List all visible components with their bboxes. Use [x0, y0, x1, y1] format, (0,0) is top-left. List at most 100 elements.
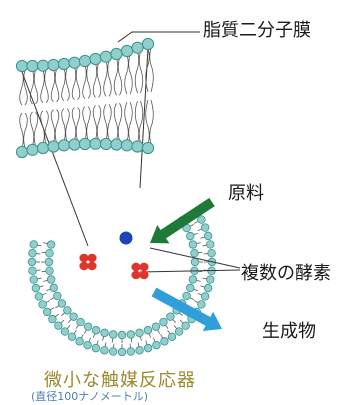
product-label: 生成物: [262, 317, 316, 343]
vesicle-outer-lipid-head: [43, 308, 51, 316]
lipid-bilayer-leader: [118, 32, 200, 42]
vesicle-inner-lipid-head: [70, 313, 78, 321]
vesicle-outer-lipid-head: [204, 232, 212, 240]
zoom-line-left: [22, 72, 88, 246]
bilayer-lower-head: [48, 141, 59, 152]
vesicle-inner-lipid-head: [186, 232, 194, 240]
bilayer-upper-tail: [20, 70, 24, 105]
enzyme-subunit: [131, 263, 140, 271]
bilayer-lower-tail: [62, 109, 66, 142]
bilayer-lower-tail: [108, 104, 112, 140]
vesicle-outer-lipid-head: [201, 293, 209, 301]
bilayer-upper-tail: [55, 69, 59, 102]
vesicle-inner-lipid-head: [160, 318, 168, 326]
vesicle-inner-lipid-head: [92, 326, 100, 334]
vesicle-inner-lipid-head: [77, 318, 85, 326]
vesicle-outer-lipid-head: [92, 344, 100, 352]
bilayer-upper-tail: [45, 70, 49, 103]
bilayer-lower-head: [27, 144, 38, 155]
bilayer-upper-head: [69, 57, 80, 68]
vesicle-outer-lipid-head: [198, 216, 206, 224]
bilayer-lower-tail: [55, 110, 59, 143]
bilayer-upper-head: [16, 60, 27, 71]
bilayer-lower-tail: [20, 113, 24, 148]
bilayer-lower-tail: [146, 100, 150, 144]
enzyme-subunit: [131, 271, 140, 279]
vesicle-inner-lipid-head: [101, 329, 109, 337]
bilayer-upper-head: [79, 55, 90, 66]
vesicle-outer-lipid-head: [30, 276, 38, 284]
bilayer-upper-tail: [87, 65, 91, 99]
bilayer-lower-tail: [97, 105, 101, 139]
vesicle-outer-lipid-head: [29, 267, 37, 275]
bilayer-upper-tail: [72, 67, 76, 100]
bilayer-lower-tail: [150, 100, 154, 144]
bilayer-lower-head: [79, 138, 90, 149]
bilayer-lower-tail: [139, 101, 143, 142]
vesicle-outer-lipid-head: [168, 333, 176, 341]
bilayer-lower-head: [69, 139, 80, 150]
bilayer-upper-head: [111, 48, 122, 59]
lipid-bilayer-closeup: [16, 38, 153, 157]
vesicle-inner-lipid-head: [47, 276, 55, 284]
bilayer-upper-tail: [135, 52, 139, 93]
vesicle-inner-lipid-head: [109, 331, 117, 339]
enzyme-subunit: [139, 263, 148, 271]
vesicle-inner-lipid-head: [189, 276, 197, 284]
vesicle-inner-lipid-head: [58, 300, 66, 308]
bilayer-lower-head: [16, 146, 27, 157]
vesicle-inner-lipid-head: [191, 249, 199, 257]
vesicle-outer-lipid-head: [208, 249, 216, 257]
bilayer-lower-tail: [76, 108, 80, 141]
enzymes-label: 複数の酵素: [241, 259, 331, 285]
bilayer-lower-tail: [24, 113, 28, 148]
bilayer-upper-tail: [150, 48, 154, 92]
enzyme-subunit: [139, 271, 148, 279]
bilayer-upper-tail: [34, 70, 38, 104]
vesicle-outer-lipid-head: [198, 301, 206, 309]
vesicle-inner-lipid-head: [84, 323, 92, 331]
bilayer-upper-tail: [62, 68, 66, 101]
vesicle-inner-lipid-head: [189, 241, 197, 249]
bilayer-upper-head: [48, 59, 59, 70]
vesicle-inner-lipid-head: [64, 307, 72, 315]
enzyme-leader-2: [140, 270, 240, 272]
bilayer-lower-head: [58, 140, 69, 151]
vesicle-inner-lipid-head: [50, 284, 58, 292]
vesicle-outer-lipid-head: [206, 241, 214, 249]
vesicle-outer-lipid-head: [68, 333, 76, 341]
bilayer-upper-head: [90, 53, 101, 64]
bilayer-upper-tail: [24, 70, 28, 105]
vesicle-inner-lipid-head: [46, 267, 54, 275]
vesicle-outer-lipid-head: [76, 338, 84, 346]
enzyme-2: [131, 263, 148, 279]
bilayer-lower-tail: [118, 103, 122, 140]
vesicle-outer-lipid-head: [35, 293, 43, 301]
vesicle-outer-lipid-head: [118, 348, 126, 356]
bilayer-upper-tail: [125, 55, 129, 94]
bilayer-upper-tail: [104, 61, 108, 97]
vesicle-inner-lipid-head: [46, 249, 54, 257]
vesicle-outer-lipid-head: [136, 346, 144, 354]
vesicle-outer-lipid-head: [127, 348, 135, 356]
bilayer-lower-head: [100, 138, 111, 149]
vesicle-outer-lipid-head: [201, 224, 209, 232]
bilayer-lower-tail: [34, 112, 38, 146]
vesicle-inner-lipid-head: [167, 313, 175, 321]
enzyme-1: [79, 254, 96, 270]
vesicle-inner-lipid-head: [54, 292, 62, 300]
vesicle-inner-lipid-head: [118, 331, 126, 339]
bilayer-lower-tail: [125, 102, 129, 141]
vesicle-inner-lipid-head: [127, 331, 135, 339]
bilayer-upper-head: [121, 45, 132, 56]
bilayer-lower-head: [37, 142, 48, 153]
bilayer-lower-tail: [51, 110, 55, 143]
bilayer-upper-head: [37, 60, 48, 71]
bilayer-upper-tail: [108, 61, 112, 97]
vesicle-outer-lipid-head: [101, 346, 109, 354]
vesicle-inner-lipid-head: [47, 241, 55, 249]
vesicle-outer-lipid-head: [61, 328, 69, 336]
bilayer-lower-tail: [114, 103, 118, 140]
bilayer-lower-tail: [87, 107, 91, 141]
